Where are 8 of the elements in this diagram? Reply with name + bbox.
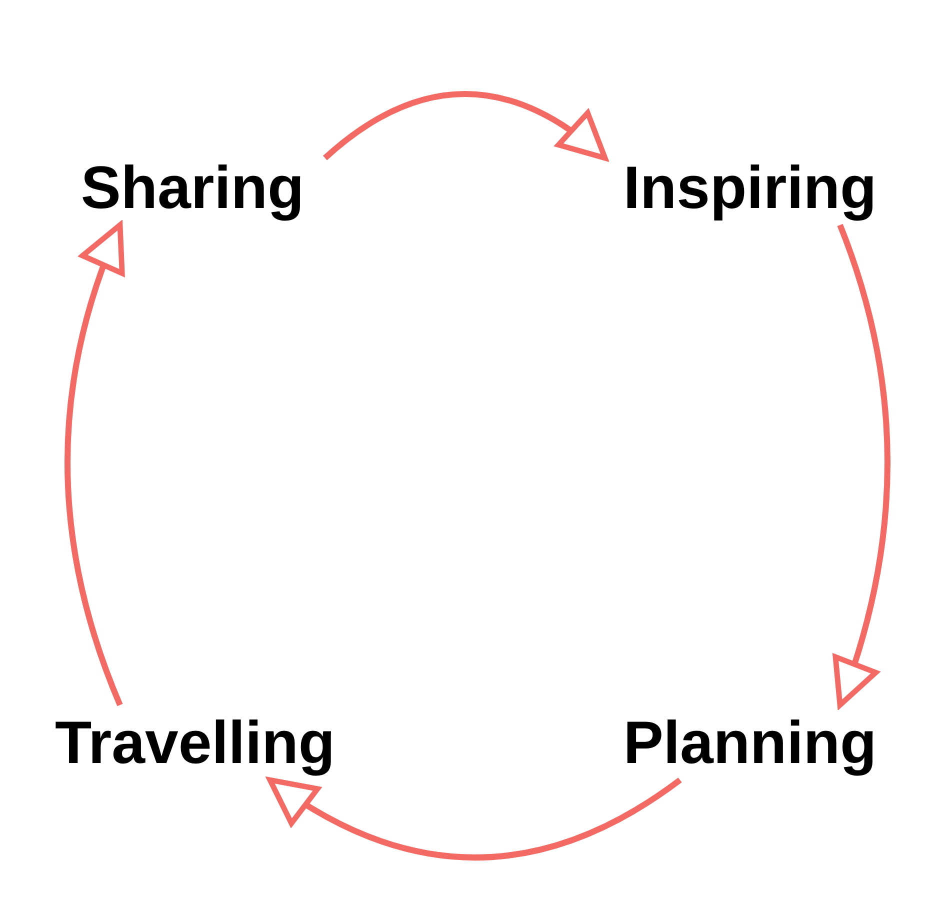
step-label: Travelling [35,705,355,780]
arrow [831,224,890,708]
step-label: Inspiring [605,150,895,225]
step-label: Planning [605,705,895,780]
arrow [323,91,608,161]
step-label: Sharing [60,150,325,225]
arrow [64,222,126,706]
arrow [267,777,682,860]
